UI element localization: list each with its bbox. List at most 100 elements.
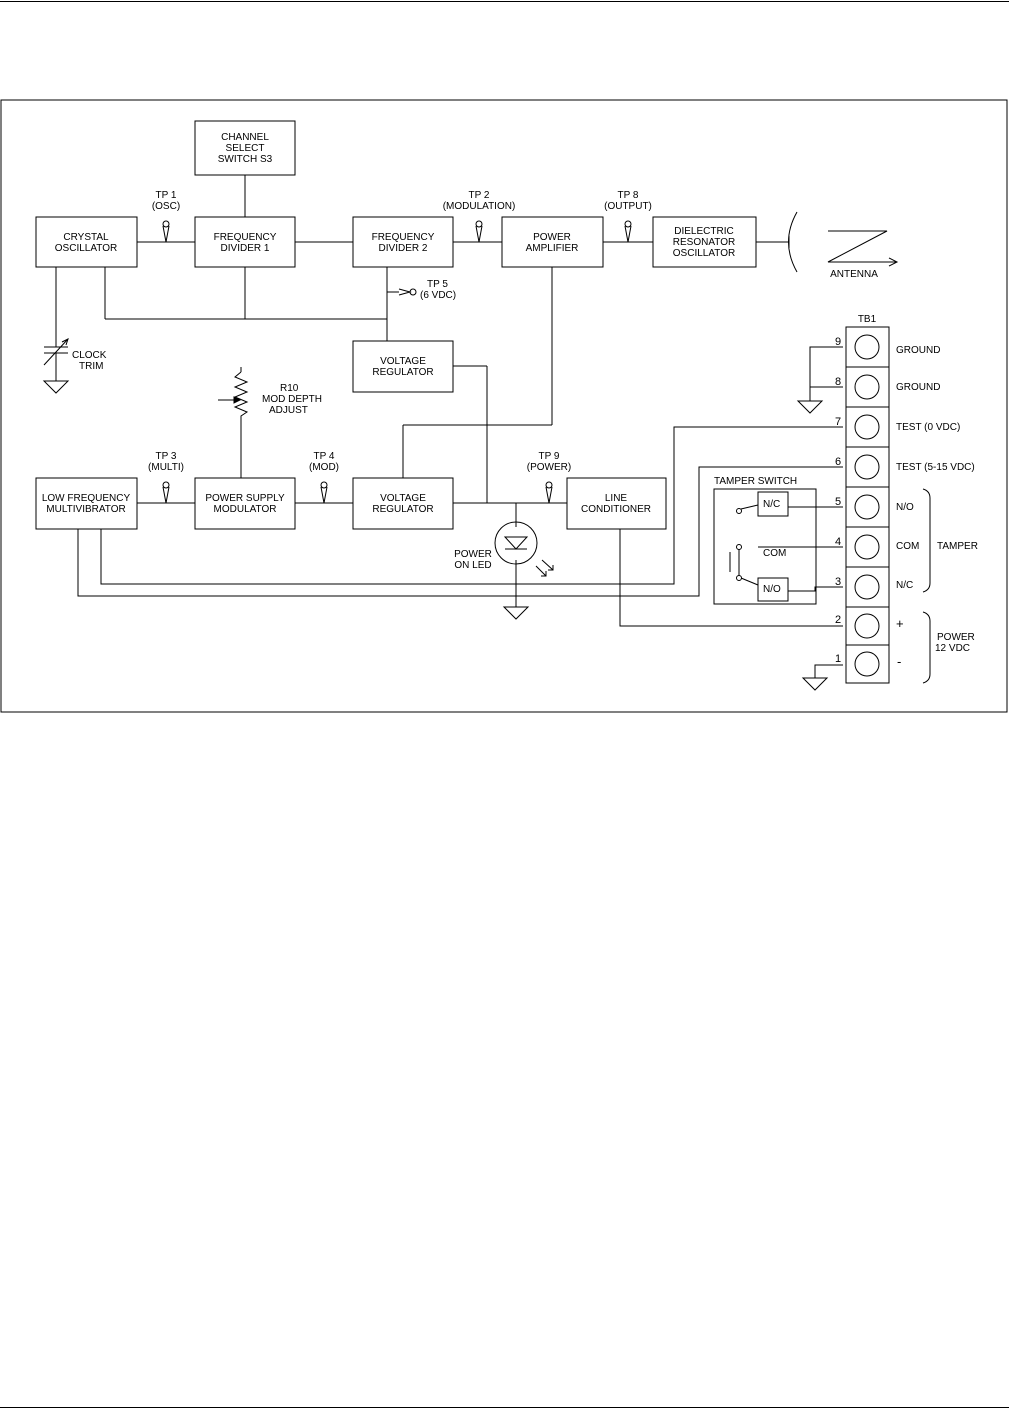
terminal-5-screw-icon xyxy=(854,494,880,520)
tp4-test-point: TP 4 (MOD) xyxy=(309,451,339,504)
dielectric-oscillator-block: DIELECTRIC RESONATOR OSCILLATOR xyxy=(652,216,757,268)
power-supply-modulator-line-2: MODULATOR xyxy=(214,504,277,515)
terminal-1-number: 1 xyxy=(835,653,841,665)
frequency-divider-1-line-2: DIVIDER 1 xyxy=(221,243,270,254)
clock-trim-label-2: TRIM xyxy=(79,361,103,372)
tp5-sublabel: (6 VDC) xyxy=(420,290,456,301)
tp2-label: TP 2 xyxy=(469,190,490,201)
tp5-test-point: TP 5 (6 VDC) xyxy=(398,279,456,301)
diagram-frame xyxy=(0,99,1008,713)
power-amplifier-block: POWER AMPLIFIER xyxy=(501,216,604,268)
channel-select-line-3: SWITCH S3 xyxy=(218,154,273,165)
tp4-sublabel: (MOD) xyxy=(309,462,339,473)
r10-label-2: MOD DEPTH xyxy=(262,394,322,405)
frequency-divider-1-block: FREQUENCY DIVIDER 1 xyxy=(194,216,296,268)
led-ground-icon xyxy=(502,606,530,620)
tp9-test-point: TP 9 (POWER) xyxy=(527,451,571,504)
tp8-label: TP 8 xyxy=(618,190,639,201)
terminal-7-number: 7 xyxy=(835,416,841,428)
tp8-test-point: TP 8 (OUTPUT) xyxy=(604,190,652,243)
voltage-regulator-bottom-line-1: VOLTAGE xyxy=(380,493,426,504)
tp5-probe-icon xyxy=(409,288,417,296)
tp8-probe-icon xyxy=(624,220,632,228)
terminal-5-label: N/O xyxy=(896,502,914,513)
frequency-divider-2-line-1: FREQUENCY xyxy=(372,232,435,243)
tp9-sublabel: (POWER) xyxy=(527,462,571,473)
crystal-oscillator-line-2: OSCILLATOR xyxy=(55,243,117,254)
power-led-label-2: ON LED xyxy=(454,560,491,571)
low-frequency-multivibrator-line-2: MULTIVIBRATOR xyxy=(46,504,125,515)
page-bottom-rule xyxy=(0,1407,1009,1408)
power-group-brace xyxy=(922,611,931,684)
tp4-label: TP 4 xyxy=(314,451,335,462)
terminal-9-screw-icon xyxy=(854,334,880,360)
power-supply-modulator-line-1: POWER SUPPLY xyxy=(205,493,285,504)
tp1-label: TP 1 xyxy=(156,190,177,201)
clock-trim-ground-icon xyxy=(42,380,70,394)
terminal-6-screw-icon xyxy=(854,454,880,480)
tp1-test-point: TP 1 (OSC) xyxy=(152,190,180,243)
terminal-5-number: 5 xyxy=(835,496,841,508)
tp8-sublabel: (OUTPUT) xyxy=(604,201,652,212)
terminal-6-label: TEST (5-15 VDC) xyxy=(896,462,975,473)
voltage-regulator-bottom-line-2: REGULATOR xyxy=(372,504,433,515)
low-frequency-multivibrator-line-1: LOW FREQUENCY xyxy=(42,493,131,504)
terminal-4-number: 4 xyxy=(835,536,841,548)
terminal-2-label: + xyxy=(896,616,904,631)
terminal-8-label: GROUND xyxy=(896,382,940,393)
tamper-switch-no: N/O xyxy=(763,584,781,595)
terminal-7-screw-icon xyxy=(854,414,880,440)
terminal-2-screw-icon xyxy=(854,613,880,639)
tp3-label: TP 3 xyxy=(156,451,177,462)
signal-wires xyxy=(55,175,843,678)
frequency-divider-2-block: FREQUENCY DIVIDER 2 xyxy=(352,216,454,268)
terminal-3-number: 3 xyxy=(835,576,841,588)
antenna-label: ANTENNA xyxy=(830,269,878,280)
voltage-regulator-top-line-2: REGULATOR xyxy=(372,367,433,378)
tp5-label: TP 5 xyxy=(427,279,448,290)
tp4-probe-icon xyxy=(320,481,328,489)
tp3-sublabel: (MULTI) xyxy=(148,462,184,473)
power-group-label-2: 12 VDC xyxy=(935,643,970,654)
terminal-6-number: 6 xyxy=(835,456,841,468)
tamper-switch-title: TAMPER SWITCH xyxy=(714,476,797,487)
terminal-2-number: 2 xyxy=(835,614,841,626)
terminal-9-number: 9 xyxy=(835,336,841,348)
power-amplifier-line-2: AMPLIFIER xyxy=(526,243,579,254)
line-conditioner-line-2: CONDITIONER xyxy=(581,504,651,515)
tp1-sublabel: (OSC) xyxy=(152,201,180,212)
line-conditioner-block: LINE CONDITIONER xyxy=(566,477,667,530)
antenna-icon xyxy=(788,211,899,273)
power-amplifier-line-1: POWER xyxy=(533,232,571,243)
power-supply-modulator-block: POWER SUPPLY MODULATOR xyxy=(194,477,296,530)
channel-select-block: CHANNEL SELECT SWITCH S3 xyxy=(194,120,296,176)
tamper-switch-nc: N/C xyxy=(763,499,780,510)
tp9-probe-icon xyxy=(545,481,553,489)
dielectric-oscillator-line-3: OSCILLATOR xyxy=(673,248,735,259)
tp9-label: TP 9 xyxy=(539,451,560,462)
tp3-probe-icon xyxy=(162,481,170,489)
page-top-rule xyxy=(0,1,1009,2)
r10-label-1: R10 xyxy=(280,383,299,394)
terminal-1-screw-icon xyxy=(854,651,880,677)
dielectric-oscillator-line-2: RESONATOR xyxy=(673,237,735,248)
terminal-3-label: N/C xyxy=(896,580,913,591)
channel-select-line-2: SELECT xyxy=(226,143,265,154)
terminal-1-label: - xyxy=(897,654,901,669)
terminal-9-label: GROUND xyxy=(896,345,940,356)
tamper-switch-com: COM xyxy=(763,548,786,559)
tb1-title: TB1 xyxy=(858,314,877,325)
tamper-switch xyxy=(713,488,843,605)
frequency-divider-2-line-2: DIVIDER 2 xyxy=(379,243,428,254)
tb1-ground-icon-lower xyxy=(801,677,829,691)
terminal-4-label: COM xyxy=(896,541,919,552)
terminal-8-screw-icon xyxy=(854,374,880,400)
tp2-test-point: TP 2 (MODULATION) xyxy=(443,190,516,243)
clock-trim-capacitor-icon xyxy=(43,338,69,381)
voltage-regulator-top-block: VOLTAGE REGULATOR xyxy=(352,340,454,393)
voltage-regulator-top-line-1: VOLTAGE xyxy=(380,356,426,367)
r10-label-3: ADJUST xyxy=(269,405,308,416)
r10-resistor-icon xyxy=(218,367,249,420)
tp2-sublabel: (MODULATION) xyxy=(443,201,516,212)
